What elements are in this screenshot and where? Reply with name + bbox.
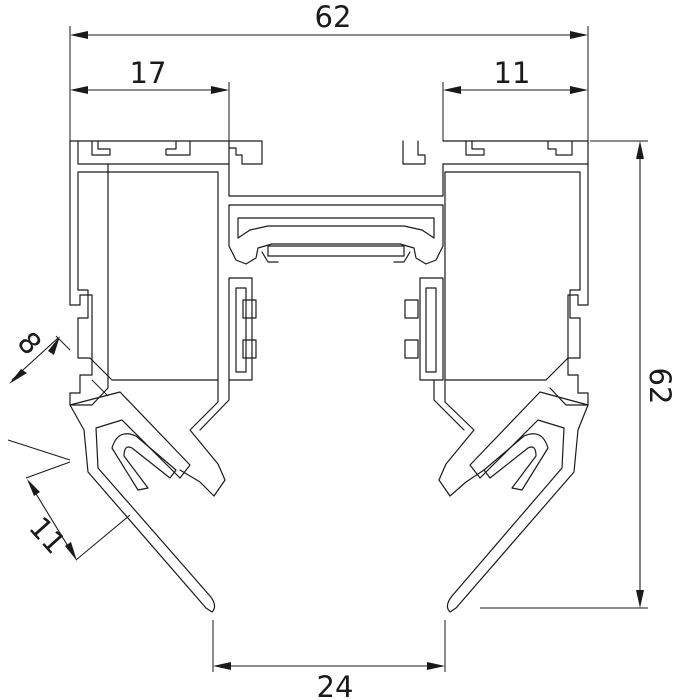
top-flange-slot-right xyxy=(402,140,573,165)
arrowhead xyxy=(9,369,27,384)
arrowhead xyxy=(48,336,60,355)
dim-label-right-flange: 11 xyxy=(494,56,531,90)
arrowhead xyxy=(70,31,88,39)
left-diffuser-clip xyxy=(69,391,216,613)
contact-strip xyxy=(267,245,405,257)
dim-line-diagonal-lip xyxy=(29,483,75,557)
right-diagonal-wall xyxy=(433,379,485,497)
dim-label-left-flange: 17 xyxy=(130,56,167,90)
top-flange-right xyxy=(442,140,589,165)
right-diffuser-hook xyxy=(483,433,549,491)
right-conductor-slot xyxy=(419,277,444,381)
arrowhead xyxy=(427,662,445,670)
left-diagonal-wall xyxy=(179,379,230,497)
arrowhead xyxy=(211,86,229,94)
channel-inner-top xyxy=(237,217,435,239)
arrowhead xyxy=(636,141,644,159)
contact-strip-ends xyxy=(261,251,411,263)
dim-label-diagonal-lip: 11 xyxy=(22,510,72,560)
central-bridge xyxy=(228,163,444,206)
extension-line xyxy=(25,461,131,561)
left-outer-wall xyxy=(69,140,109,406)
left-diffuser-hook xyxy=(111,433,177,491)
left-conductor-slot xyxy=(228,277,253,381)
right-conductor-1 xyxy=(404,299,419,319)
arrowhead xyxy=(65,542,77,561)
arrowhead xyxy=(70,86,88,94)
channel-left-wall xyxy=(228,204,444,265)
arrowhead xyxy=(443,86,461,94)
aluminium-profile xyxy=(69,140,589,613)
dim-label-diagonal-offset: 8 xyxy=(11,325,49,361)
left-conductor-2 xyxy=(242,339,257,359)
arrowhead xyxy=(213,662,231,670)
arrowhead xyxy=(570,86,588,94)
arrowhead xyxy=(27,479,40,496)
dim-label-bottom-opening: 24 xyxy=(317,670,354,700)
right-conductor-2 xyxy=(404,339,419,359)
arrowhead xyxy=(636,590,644,608)
dim-label-overall-width: 62 xyxy=(315,0,352,34)
right-inner-cavity xyxy=(444,171,581,381)
top-flange-slot-left xyxy=(91,140,191,156)
arrowhead xyxy=(570,31,588,39)
left-conductor-1 xyxy=(242,299,257,319)
right-outer-wall xyxy=(549,163,589,406)
top-flange-notch-center xyxy=(228,140,263,165)
dim-label-overall-height: 62 xyxy=(643,368,677,405)
extension-line xyxy=(69,26,648,672)
left-inner-cavity xyxy=(77,171,219,381)
top-flange-left xyxy=(69,140,230,165)
